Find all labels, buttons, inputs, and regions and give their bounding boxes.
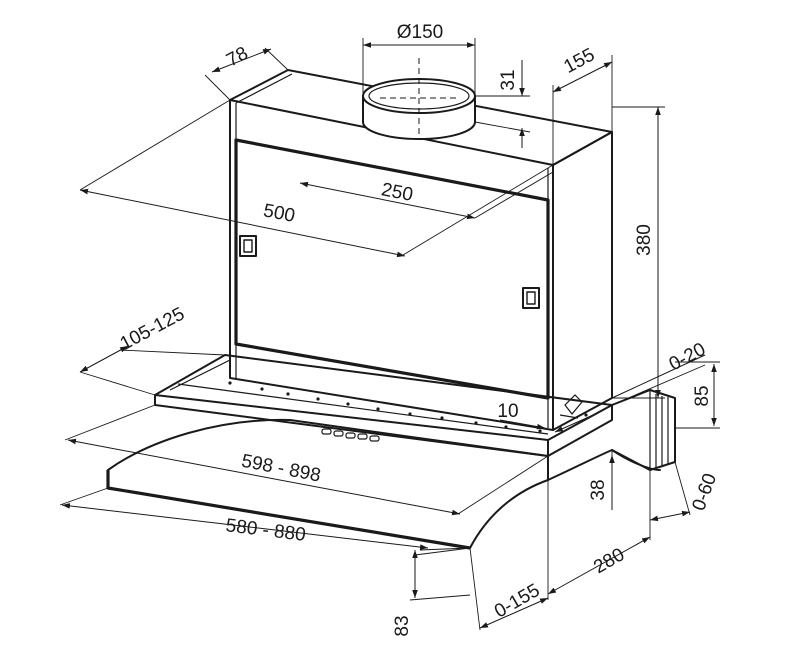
bracket-icon [559, 394, 583, 419]
label-front-depth: 105-125 [117, 304, 188, 355]
label-side-depth: 0-60 [688, 471, 721, 514]
latch-right-icon [522, 287, 540, 309]
label-visor-drop: 38 [588, 479, 609, 500]
label-depth-top: 78 [223, 43, 252, 71]
tray-vents [228, 381, 588, 433]
label-body-width: 500 [261, 200, 296, 227]
label-inner-depth: 250 [379, 179, 414, 206]
dimension-lines [59, 38, 720, 631]
label-body-height: 380 [634, 224, 655, 256]
label-outer-width: 598 - 898 [240, 451, 323, 487]
hood-base [106, 354, 676, 550]
label-bottom-offset: 0-155 [491, 580, 544, 622]
label-duct-diameter: Ø150 [397, 22, 443, 43]
latch-left-icon [239, 235, 257, 257]
label-clearance-top: 0-20 [666, 339, 709, 375]
label-gap: 10 [497, 401, 518, 422]
label-bottom-depth: 280 [590, 544, 628, 578]
label-rear-offset: 155 [560, 44, 598, 77]
label-side-block: 85 [692, 385, 713, 406]
exhaust-duct [362, 58, 476, 140]
label-visor-height: 83 [392, 615, 413, 636]
label-duct-height: 31 [498, 69, 519, 90]
